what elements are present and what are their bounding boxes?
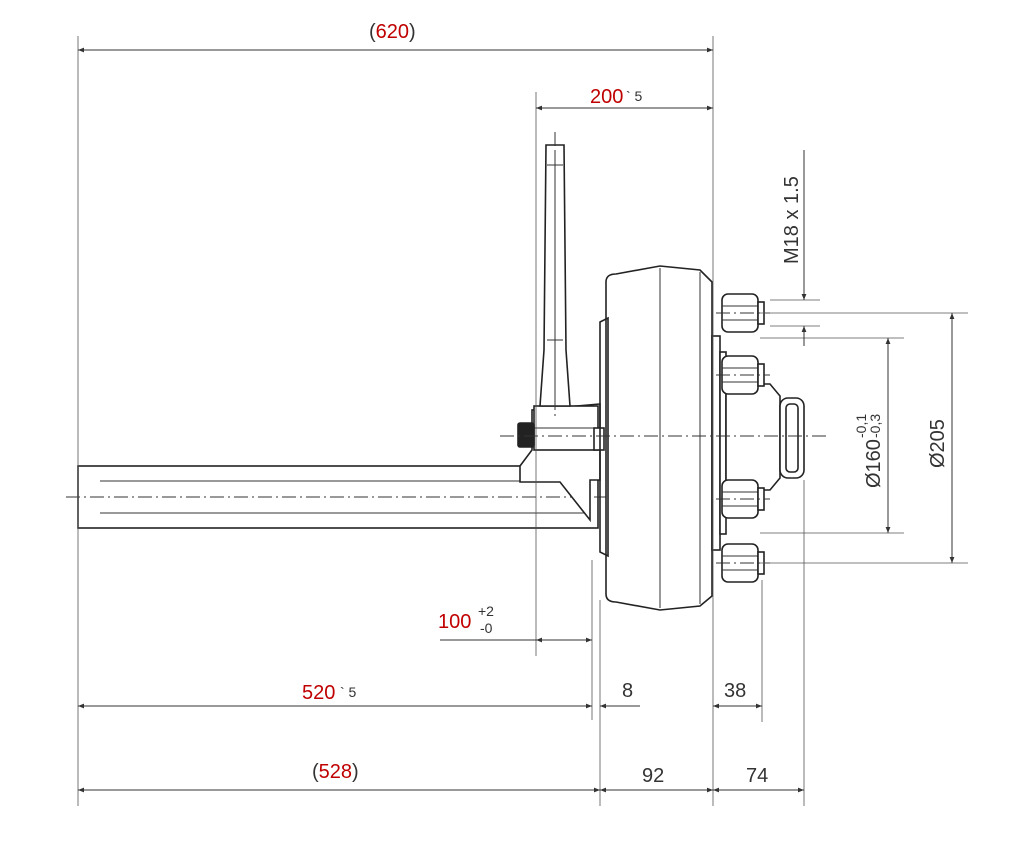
gap-8-label: 8	[622, 680, 633, 702]
drum-width-label: 92	[642, 765, 664, 787]
axle-length-tolerance: ` 5	[340, 684, 357, 700]
axle-length-label: 520	[302, 682, 335, 704]
pcd-inner-label: Ø160 -0,1 -0,3	[853, 414, 885, 488]
arm-length-tol-lower: -0	[480, 620, 493, 636]
svg-text:-0,1: -0,1	[853, 414, 869, 438]
stud-length-label: 74	[746, 765, 768, 787]
pcd-outer-label: Ø205	[927, 419, 949, 468]
hub-offset-label: 200	[590, 86, 623, 108]
svg-text:Ø160: Ø160	[863, 439, 885, 488]
gap-38-label: 38	[724, 680, 746, 702]
hub-cap	[725, 383, 805, 491]
axle-beam	[66, 465, 612, 529]
stud-thread-label: M18 x 1.5	[781, 176, 803, 264]
extension-lines	[77, 36, 968, 806]
svg-text:-0,3: -0,3	[867, 414, 883, 438]
arm-length-label: 100	[438, 611, 471, 633]
brake-lever	[539, 132, 571, 420]
brake-drum	[599, 265, 727, 611]
swing-arm	[517, 403, 605, 523]
overall-length-label: (620)	[369, 21, 416, 43]
dimension-lines	[78, 47, 955, 793]
hub-offset-tolerance: ` 5	[626, 88, 643, 104]
arm-length-tol-upper: +2	[478, 603, 494, 619]
center-lines	[500, 312, 826, 564]
beam-length-label: (528)	[312, 761, 359, 783]
